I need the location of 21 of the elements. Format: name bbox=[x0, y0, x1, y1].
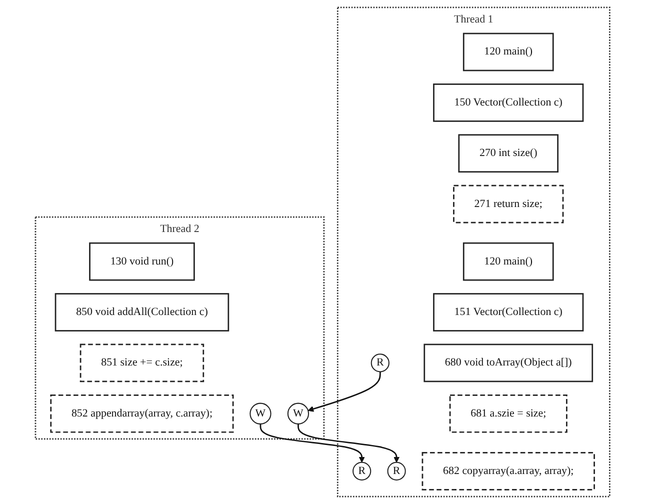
node-box: 120 main() bbox=[463, 32, 554, 72]
arrow bbox=[260, 424, 366, 463]
node-box: 852 appendarray(array, c.array); bbox=[50, 394, 234, 433]
node-box: 130 void run() bbox=[90, 242, 196, 281]
node-box: 682 copyarray(a.array, array); bbox=[422, 452, 596, 490]
arrow bbox=[308, 372, 382, 412]
node-box: 270 int size() bbox=[458, 134, 559, 173]
node-box: 120 main() bbox=[463, 242, 554, 281]
node-box: 681 a.szie = size; bbox=[450, 394, 568, 433]
node-box: 850 void addAll(Collection c) bbox=[55, 293, 230, 332]
node-circle: R bbox=[352, 462, 372, 480]
node-box: 851 size += c.size; bbox=[80, 344, 204, 382]
node-circle: R bbox=[371, 354, 390, 372]
node-box: 151 Vector(Collection c) bbox=[433, 293, 584, 332]
node-circle: W bbox=[250, 402, 272, 424]
node-box: 150 Vector(Collection c) bbox=[433, 84, 584, 122]
node-circle: W bbox=[288, 402, 310, 424]
node-box: 680 void toArray(Object a[]) bbox=[424, 344, 594, 382]
node-box: 271 return size; bbox=[453, 184, 564, 224]
arrow bbox=[298, 424, 400, 463]
node-circle: R bbox=[388, 462, 406, 480]
